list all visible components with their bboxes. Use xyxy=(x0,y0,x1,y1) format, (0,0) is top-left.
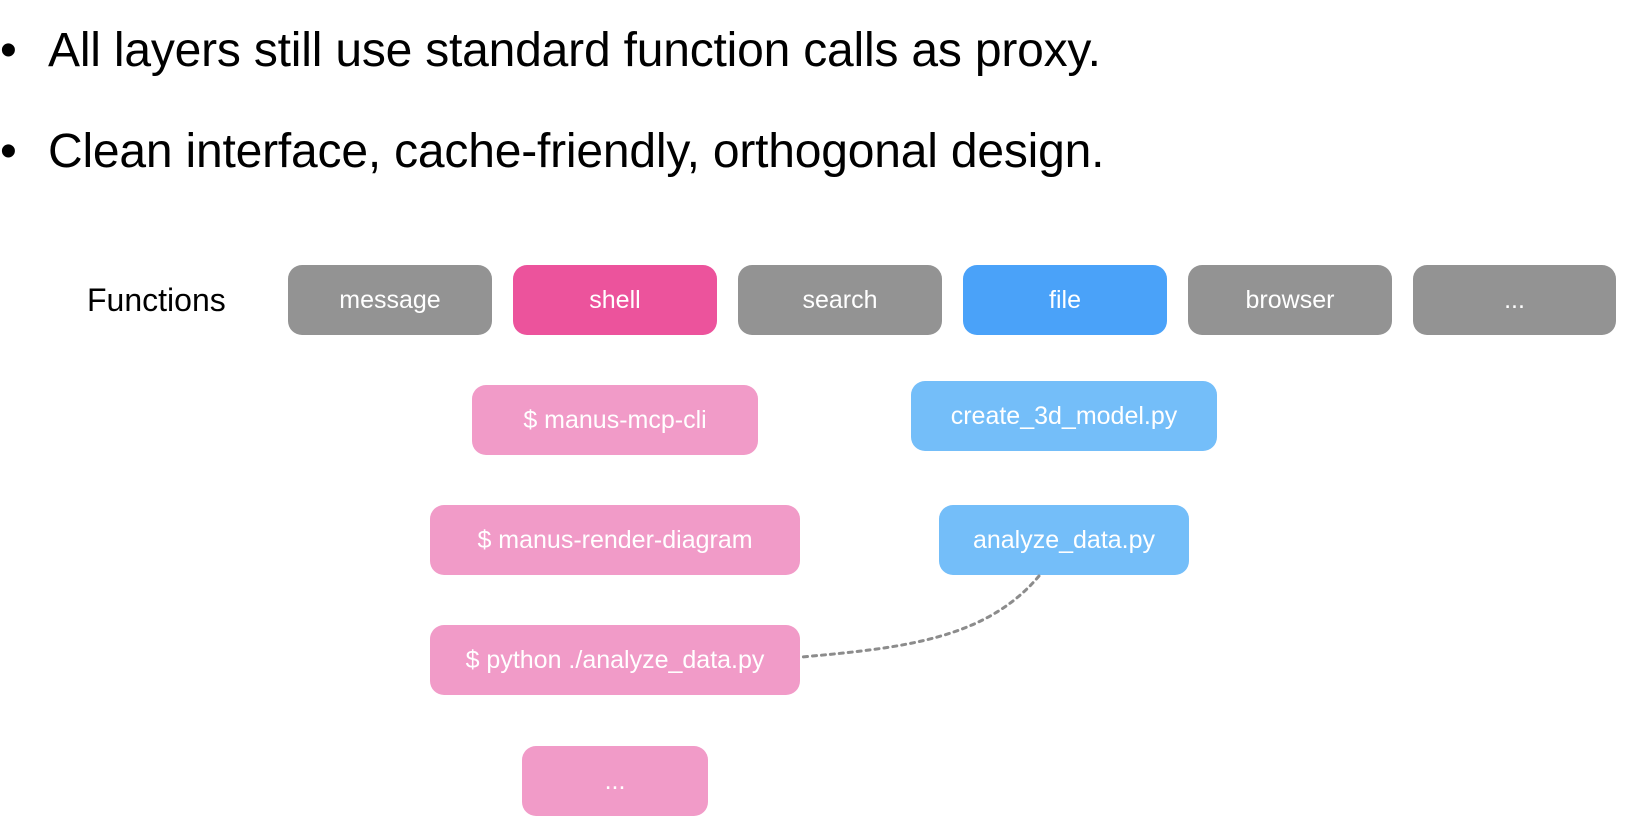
bullet-text: Clean interface, cache-friendly, orthogo… xyxy=(48,125,1105,178)
shell-command-python-analyze-data: $ python ./analyze_data.py xyxy=(430,625,800,695)
function-file: file xyxy=(963,265,1167,335)
function-more: ... xyxy=(1413,265,1616,335)
bullet-point-1: • All layers still use standard function … xyxy=(0,23,1101,79)
function-browser: browser xyxy=(1188,265,1392,335)
shell-command-manus-mcp-cli: $ manus-mcp-cli xyxy=(472,385,758,455)
file-create-3d-model: create_3d_model.py xyxy=(911,381,1217,451)
dotted-connector-analyze-data xyxy=(800,574,1041,659)
function-shell: shell xyxy=(513,265,717,335)
functions-label: Functions xyxy=(87,282,226,318)
file-analyze-data: analyze_data.py xyxy=(939,505,1189,575)
shell-command-more: ... xyxy=(522,746,708,816)
bullet-point-2: • Clean interface, cache-friendly, orthog… xyxy=(0,124,1104,180)
bullet-text: All layers still use standard function c… xyxy=(48,24,1101,77)
shell-command-manus-render-diagram: $ manus-render-diagram xyxy=(430,505,800,575)
bullet-marker: • xyxy=(0,125,17,178)
function-search: search xyxy=(738,265,942,335)
bullet-marker: • xyxy=(0,24,17,77)
function-message: message xyxy=(288,265,492,335)
